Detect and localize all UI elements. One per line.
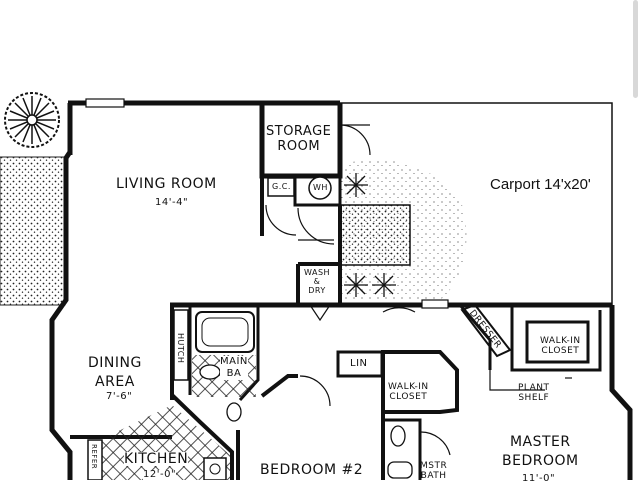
master-bedroom-label: MASTER BEDROOM bbox=[502, 434, 579, 469]
master-closet-label: WALK-IN CLOSET bbox=[540, 336, 581, 357]
linen-label: LIN bbox=[350, 358, 368, 369]
dining-area-label: DINING AREA bbox=[88, 355, 142, 390]
walls bbox=[49, 100, 633, 480]
tree-icon bbox=[4, 92, 60, 148]
walkin-closet-label: WALK-IN CLOSET bbox=[388, 382, 429, 402]
hutch-box bbox=[173, 309, 189, 381]
sink bbox=[226, 402, 242, 422]
carport-label: Carport 14'x20' bbox=[490, 176, 591, 193]
refer-label: REFER bbox=[90, 444, 98, 470]
hutch-label: HUTCH bbox=[176, 333, 185, 364]
plant-shelf-label: PLANT SHELF bbox=[518, 383, 550, 404]
master-bath-label: MSTR BATH bbox=[420, 461, 448, 482]
gc-box bbox=[267, 177, 295, 197]
kitchen-dim: 12'-0" bbox=[143, 469, 177, 480]
wh-icon bbox=[308, 176, 332, 200]
range bbox=[203, 457, 227, 480]
scrollbar[interactable] bbox=[633, 0, 638, 98]
window-top bbox=[85, 98, 125, 108]
gc-label: G.C. bbox=[272, 182, 291, 191]
planter-left bbox=[0, 156, 66, 306]
window-carport bbox=[421, 299, 449, 309]
bedroom2-label: BEDROOM #2 bbox=[260, 462, 364, 478]
kitchen-label: KITCHEN bbox=[124, 451, 189, 467]
toilet-master bbox=[387, 461, 413, 479]
wash-dry-label: WASH & DRY bbox=[304, 268, 331, 296]
car-pad bbox=[339, 204, 411, 266]
master-bedroom-dim: 11'-0" bbox=[522, 473, 556, 484]
wh-label: WH bbox=[313, 183, 328, 192]
living-room-label: LIVING ROOM bbox=[116, 176, 217, 192]
doors bbox=[265, 124, 451, 456]
shrub-icon bbox=[344, 173, 396, 297]
toilet bbox=[199, 364, 221, 380]
living-room-dim: 14'-4" bbox=[155, 197, 189, 208]
refer-box bbox=[87, 439, 103, 480]
bathtub bbox=[195, 311, 255, 353]
main-bath-label: MAIN BA bbox=[220, 356, 248, 380]
sink-master bbox=[390, 425, 406, 447]
storage-room-label: STORAGE ROOM bbox=[266, 124, 332, 154]
dining-area-dim: 7'-6" bbox=[106, 391, 133, 402]
